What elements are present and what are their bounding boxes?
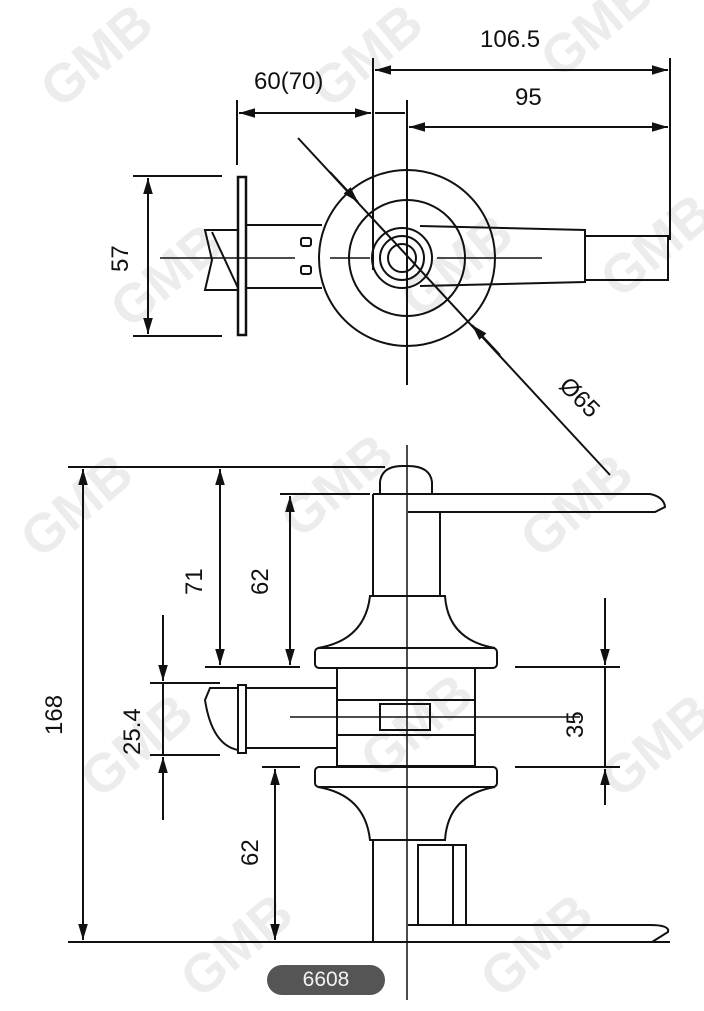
- svg-text:GMB: GMB: [29, 0, 164, 119]
- dim-71: 71: [181, 568, 208, 595]
- svg-text:GMB: GMB: [589, 182, 704, 309]
- svg-text:GMB: GMB: [349, 662, 484, 789]
- svg-text:GMB: GMB: [299, 0, 434, 119]
- model-number: 6608: [302, 968, 350, 991]
- dim-62-lower: 62: [237, 839, 264, 866]
- dim-35: 35: [562, 711, 589, 738]
- dim-95: 95: [515, 84, 542, 111]
- dim-25-4: 25.4: [119, 708, 146, 755]
- dim-106-5: 106.5: [480, 26, 540, 53]
- watermark-layer: GMB GMB GMB GMB GMB GMB GMB GMB GMB GMB …: [9, 0, 704, 1009]
- svg-text:GMB: GMB: [469, 882, 604, 1009]
- svg-text:GMB: GMB: [99, 212, 234, 339]
- dim-60-70: 60(70): [254, 68, 323, 95]
- svg-text:GMB: GMB: [529, 0, 664, 89]
- model-number-badge: 6608: [267, 965, 385, 995]
- top-view: [133, 58, 671, 476]
- dim-168: 168: [41, 695, 68, 735]
- dim-57: 57: [107, 245, 134, 272]
- svg-text:GMB: GMB: [509, 442, 644, 569]
- dim-rose-diameter: Ø65: [554, 372, 605, 423]
- svg-text:GMB: GMB: [9, 442, 144, 569]
- dim-62-upper: 62: [247, 568, 274, 595]
- svg-text:GMB: GMB: [589, 682, 704, 809]
- side-view: [68, 445, 670, 1000]
